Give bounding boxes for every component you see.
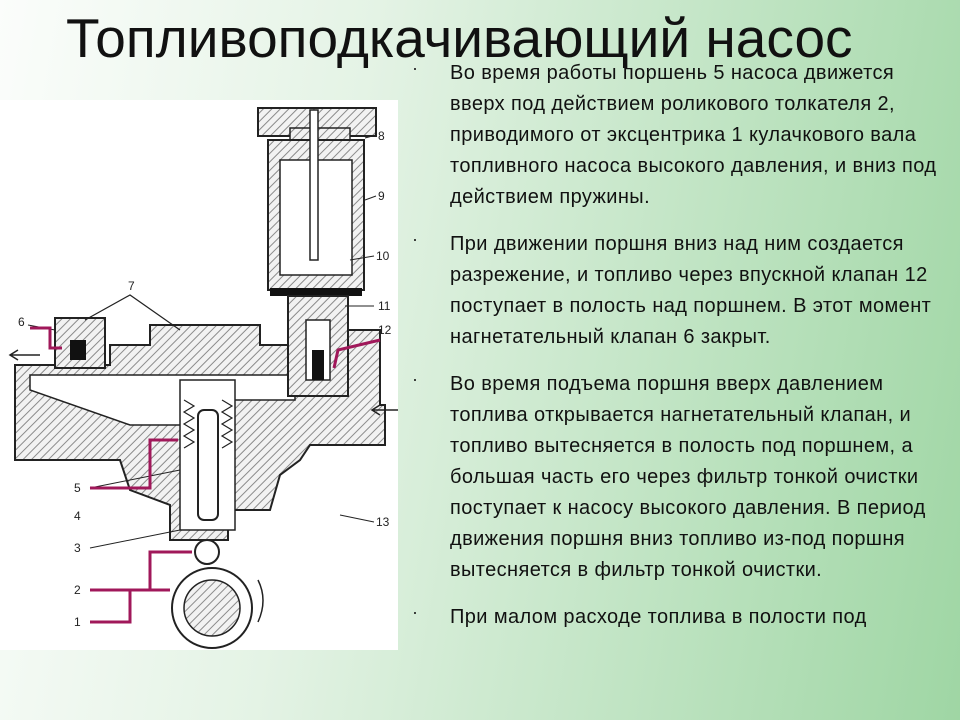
- pump-diagram: 8 9 10 11 12 13 7 6 5 4 3 2 1: [0, 100, 398, 650]
- bullet-item: · При движении поршня вниз над ним созда…: [412, 229, 952, 353]
- delivery-valve: [70, 340, 86, 360]
- rotation-arrow: [257, 579, 264, 623]
- pump-diagram-drawing: 8 9 10 11 12 13 7 6 5 4 3 2 1: [8, 107, 398, 649]
- leader-lines: [27, 134, 377, 549]
- bullet-text: При движении поршня вниз над ним создает…: [450, 233, 932, 348]
- eccentric-core: [183, 579, 241, 637]
- intake-valve: [312, 350, 324, 380]
- part-label-12: 12: [378, 323, 392, 337]
- bullet-marker: ·: [412, 58, 418, 78]
- part-label-3: 3: [74, 541, 81, 555]
- part-label-1: 1: [74, 615, 81, 629]
- part-label-8: 8: [378, 129, 385, 143]
- piston-spring: [182, 399, 234, 449]
- highlight-arrows: [30, 326, 381, 624]
- bullet-item: · Во время подъема поршня вверх давление…: [412, 369, 952, 586]
- part-label-7: 7: [128, 279, 135, 293]
- pump-rod: [309, 109, 319, 261]
- bullet-text: Во время подъема поршня вверх давлением …: [450, 373, 926, 581]
- bullet-marker: ·: [412, 602, 418, 622]
- bullet-item: · При малом расходе топлива в полости по…: [412, 602, 952, 633]
- part-label-11: 11: [378, 299, 391, 313]
- part-label-4: 4: [74, 509, 81, 523]
- part-label-2: 2: [74, 583, 81, 597]
- inlet-arrow: [370, 404, 398, 416]
- outlet-arrow: [8, 349, 40, 361]
- bullet-list: · Во время работы поршень 5 насоса движе…: [412, 58, 952, 649]
- bullet-item: · Во время работы поршень 5 насоса движе…: [412, 58, 952, 213]
- part-label-10: 10: [376, 249, 390, 263]
- slide-title: Топливоподкачивающий насос: [66, 7, 853, 69]
- bullet-text: При малом расходе топлива в полости под: [450, 606, 867, 628]
- part-label-5: 5: [74, 481, 81, 495]
- part-label-13: 13: [376, 515, 390, 529]
- bullet-marker: ·: [412, 369, 418, 389]
- part-label-6: 6: [18, 315, 25, 329]
- bullet-text: Во время работы поршень 5 насоса движетс…: [450, 62, 937, 208]
- label-7-leader: [84, 294, 181, 331]
- piston: [197, 409, 219, 521]
- seal-ring: [270, 288, 362, 296]
- bullet-marker: ·: [412, 229, 418, 249]
- tappet-roller: [194, 539, 220, 565]
- part-label-9: 9: [378, 189, 385, 203]
